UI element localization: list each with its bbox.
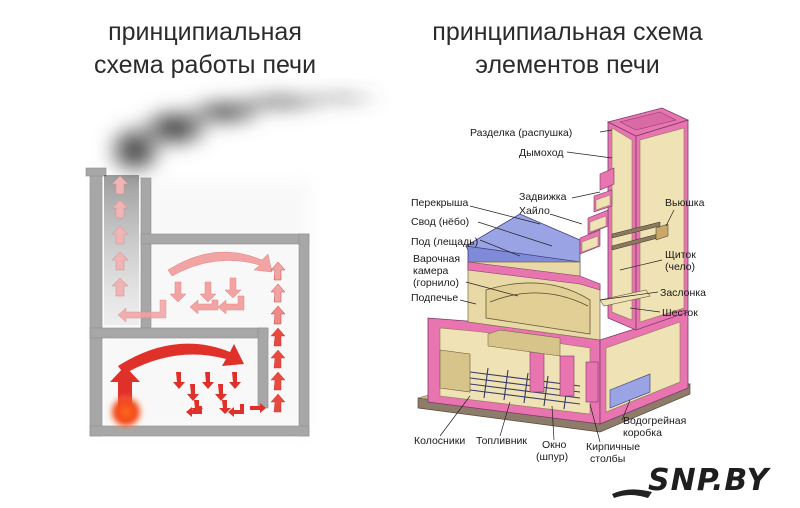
label-okno-2: (шпур)	[536, 451, 568, 463]
right-title-line-2: элементов печи	[475, 51, 660, 79]
left-diagram-title: принципиальная схема работы печи	[60, 16, 350, 82]
watermark-text: SNP.BY	[648, 463, 770, 498]
chimney-up-arrows	[111, 175, 129, 297]
label-kirpichnye-2: столбы	[590, 453, 625, 465]
stove-walls	[85, 167, 310, 437]
stove-elements-diagram: Разделка (распушка) Дымоход Задвижка Хай…	[411, 107, 706, 465]
element-labels: Разделка (распушка) Дымоход Задвижка Хай…	[411, 127, 706, 465]
left-title-line-1: принципиальная	[108, 18, 302, 46]
label-kolosniki: Колосники	[414, 435, 465, 447]
label-razdelka: Разделка (распушка)	[470, 127, 572, 139]
right-channel-arrows	[270, 261, 286, 413]
damper-plates	[611, 221, 669, 251]
label-pod: Под (лещадь)	[411, 236, 478, 248]
fire-icon	[108, 394, 144, 430]
flame-up-arrow	[110, 366, 140, 410]
water-heating-box	[609, 373, 651, 409]
label-shchitok-2: (чело)	[665, 261, 695, 273]
smoke-plume	[103, 88, 385, 180]
label-varochnaya-3: (горнило)	[413, 277, 459, 289]
label-svod: Свод (нёбо)	[411, 216, 469, 228]
label-zadvizhka: Задвижка	[519, 191, 567, 203]
cooking-chamber	[485, 282, 591, 335]
upper-chamber-arrows	[117, 251, 273, 323]
left-title-line-2: схема работы печи	[93, 51, 317, 79]
label-zaslonka: Заслонка	[660, 287, 706, 299]
fire-chamber-arc-arrow	[118, 343, 244, 374]
watermark-logo	[612, 489, 652, 498]
label-hailo: Хайло	[519, 205, 550, 217]
label-shestok: Шесток	[662, 307, 698, 319]
label-dymohod: Дымоход	[519, 147, 563, 159]
label-varochnaya-2: камера	[413, 265, 449, 277]
label-shchitok-1: Щиток	[665, 249, 696, 261]
label-okno-1: Окно	[542, 439, 567, 451]
fire-chamber-down-arrows	[173, 372, 266, 417]
label-perekrysha: Перекрыша	[411, 197, 468, 209]
label-vodogreynaya-2: коробка	[623, 427, 662, 439]
right-title-line-1: принципиальная схема	[432, 18, 703, 46]
right-diagram-title: принципиальная схема элементов печи	[400, 16, 735, 82]
shestok-shelf	[599, 289, 651, 307]
stove-operation-diagram	[85, 88, 385, 437]
chimney-smoke	[104, 175, 139, 325]
label-vyushka: Вьюшка	[665, 197, 705, 209]
label-podpeche: Подпечье	[411, 292, 458, 304]
brick-pillars	[529, 351, 599, 403]
label-varochnaya-1: Варочная	[413, 253, 460, 265]
label-vodogreynaya-1: Водогрейная	[623, 415, 686, 427]
label-toplivnik: Топливник	[476, 435, 527, 447]
label-kirpichnye-1: Кирпичные	[586, 441, 640, 453]
